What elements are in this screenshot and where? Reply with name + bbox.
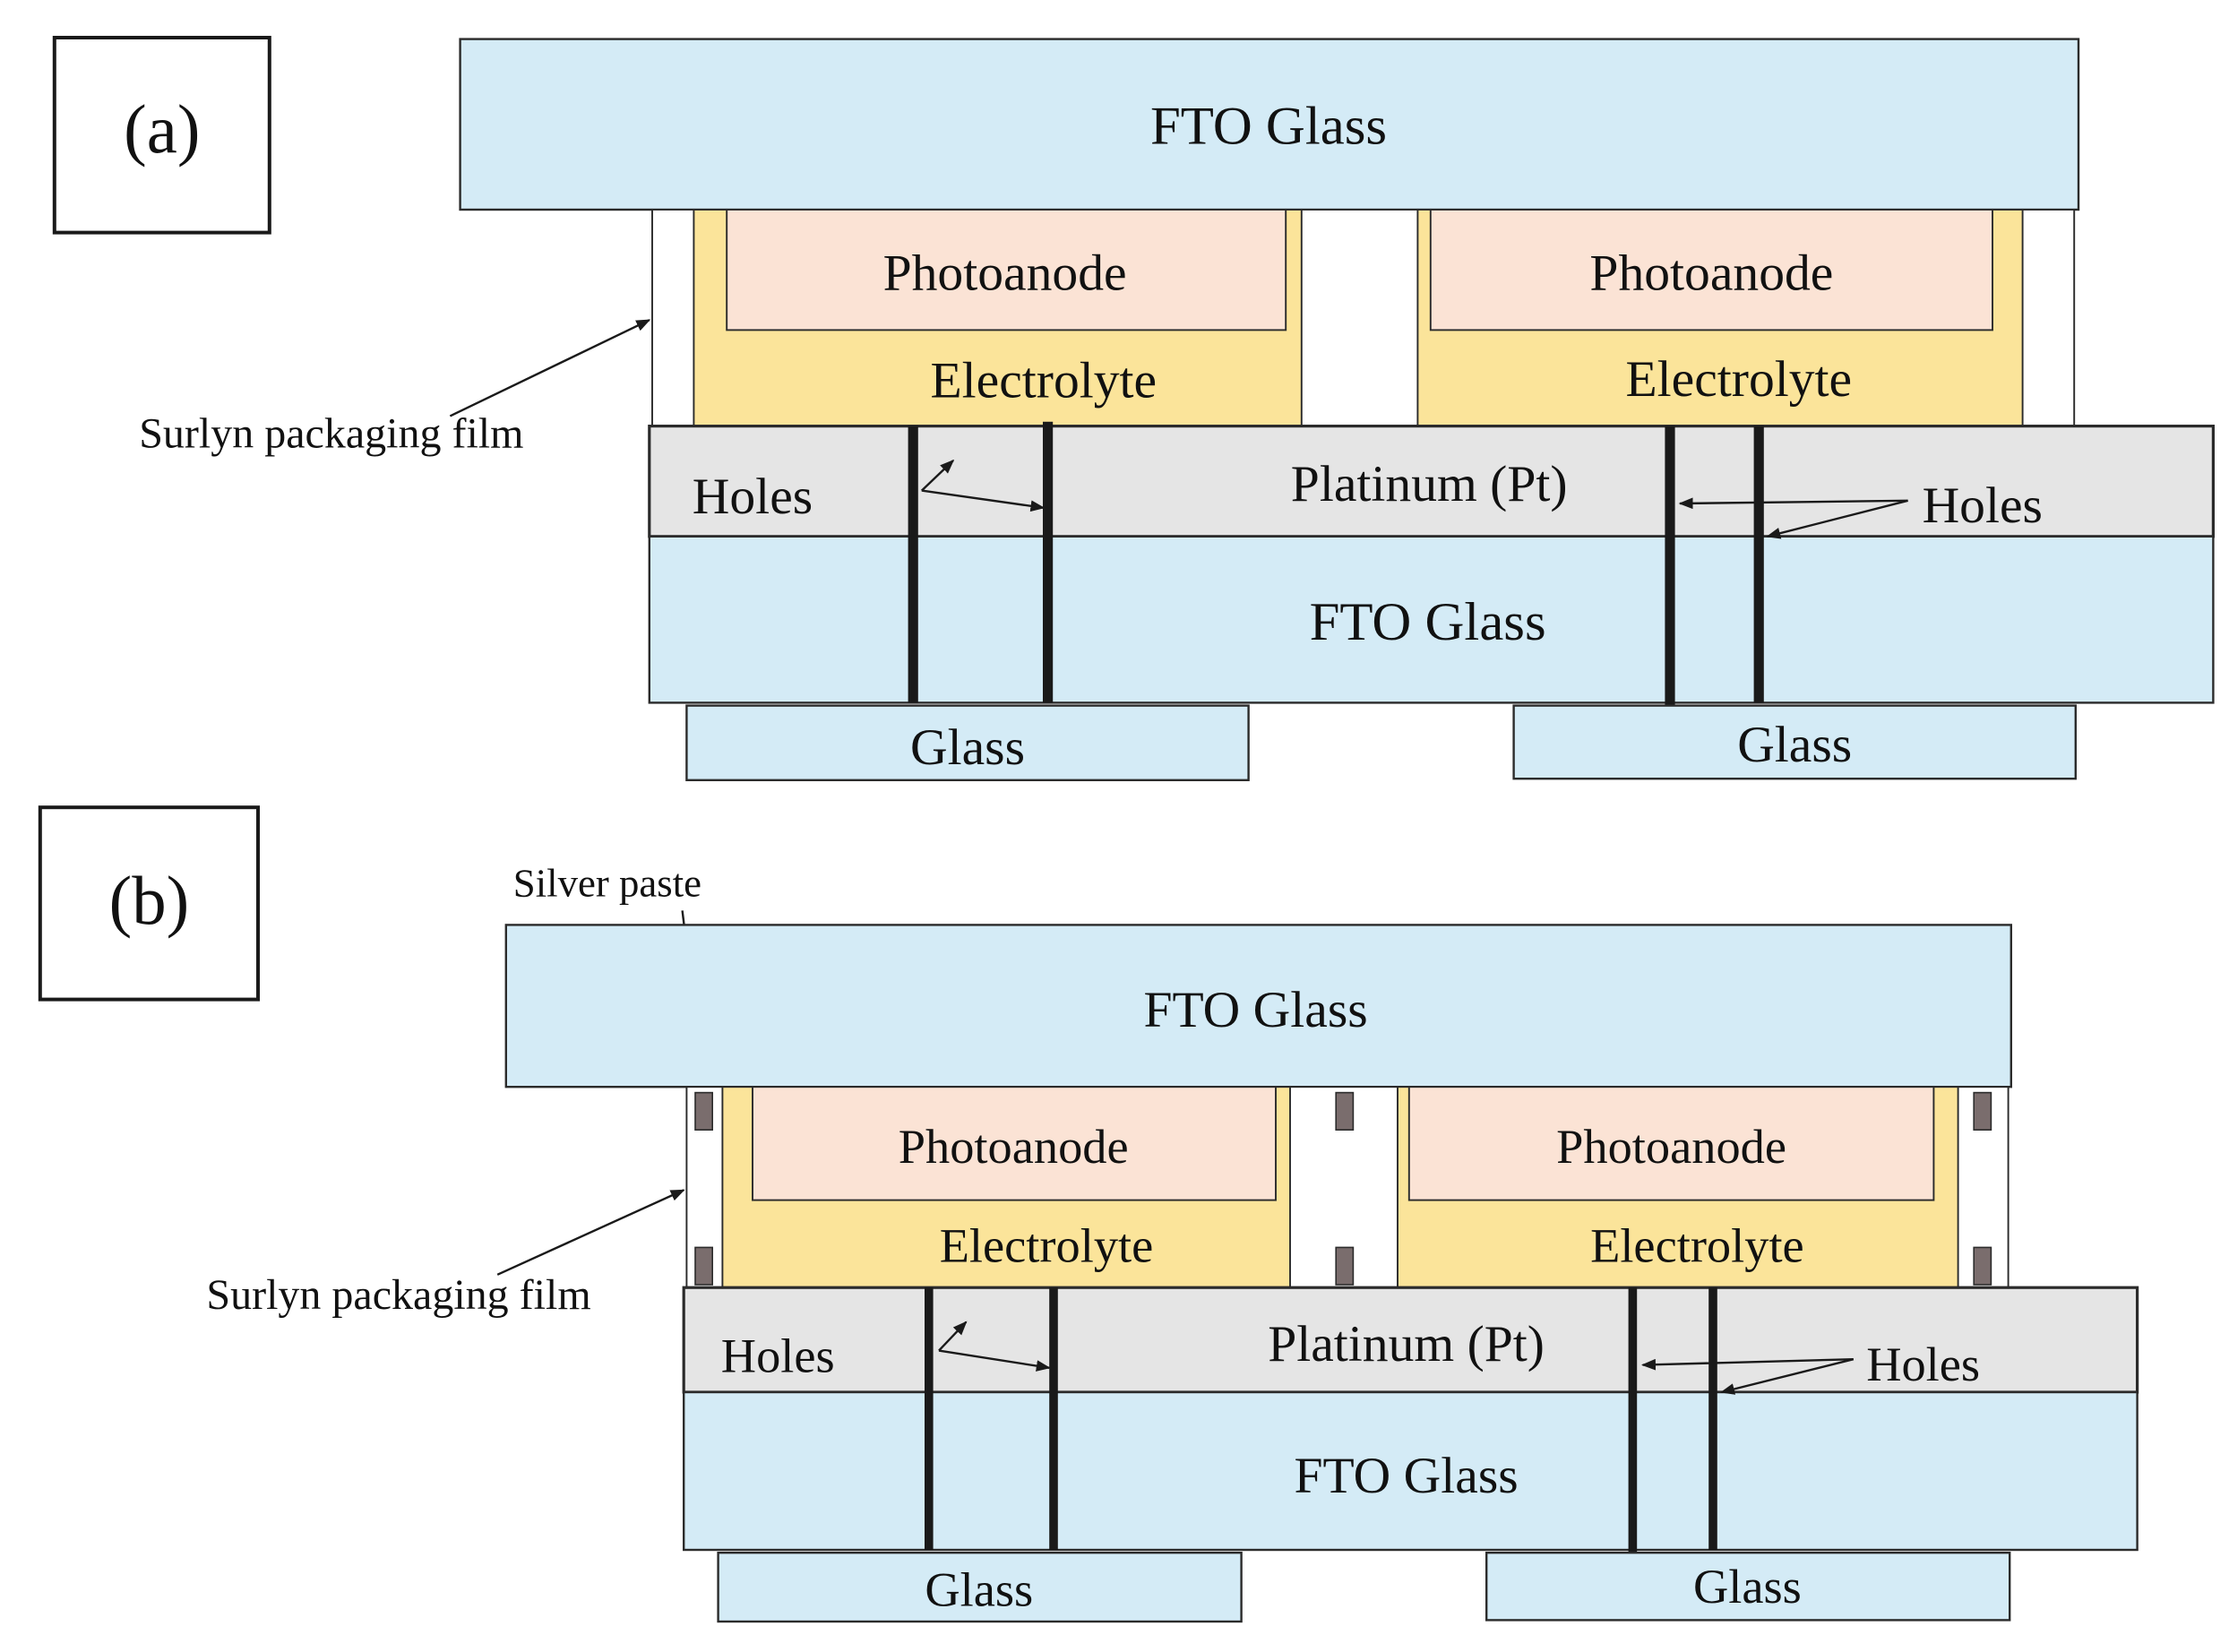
panel-a-holes-left-arrow-right <box>921 489 1046 512</box>
panel-b-electrolyte-right-label: Electrolyte <box>1590 1218 1804 1272</box>
panel-a-surlyn-arrow <box>449 319 651 417</box>
panel-a-fto-glass-bottom-label: FTO Glass <box>1310 592 1546 652</box>
panel-b: (b) Silver paste FTO Glass Photoanode El… <box>38 805 2139 1623</box>
panel-a-holes-left-arrow-up <box>920 459 955 492</box>
panel-a-fto-glass-top-label: FTO Glass <box>1150 96 1387 156</box>
panel-b-fto-glass-bottom-label: FTO Glass <box>1295 1448 1519 1504</box>
panel-b-fto-glass-top-label: FTO Glass <box>1144 982 1368 1038</box>
panel-b-label-box <box>38 805 260 1002</box>
panel-b-label: (b) <box>109 863 190 939</box>
panel-b-photoanode-right-label: Photoanode <box>1556 1120 1786 1174</box>
panel-b-holes-left-arrow-right <box>938 1349 1051 1372</box>
panel-a-surlyn-label: Surlyn packaging film <box>139 410 523 458</box>
panel-b-holes-right-arrow-1 <box>1641 1358 1854 1371</box>
panel-b-holes-left-label: Holes <box>721 1329 835 1383</box>
panel-b-photoanode-left <box>752 1086 1277 1201</box>
panel-a-glass-right-label: Glass <box>1737 717 1852 773</box>
panel-a-photoanode-right <box>1429 209 1993 331</box>
panel-a-holes-right-arrow-2 <box>1766 499 1908 539</box>
panel-b-glass-left-label: Glass <box>925 1562 1033 1616</box>
panel-b-glass-right <box>1485 1552 2011 1622</box>
panel-b-glass-right-label: Glass <box>1693 1560 1802 1613</box>
panel-a-glass-left-label: Glass <box>910 719 1025 776</box>
panel-b-holes-right-label: Holes <box>1866 1338 1980 1391</box>
panel-b-surlyn-label: Surlyn packaging film <box>206 1271 590 1319</box>
panel-b-holes-left-arrow-up <box>938 1321 968 1352</box>
panel-a-electrolyte-left-label: Electrolyte <box>930 353 1157 409</box>
panel-a-holes-right-label: Holes <box>1923 478 2043 534</box>
panel-b-electrolyte-left-label: Electrolyte <box>940 1218 1154 1272</box>
panel-b-silver-paste-label: Silver paste <box>513 860 701 905</box>
panel-b-photoanode-left-label: Photoanode <box>899 1120 1129 1174</box>
panel-a: (a) FTO Glass Photoanode Electrolyte Pho… <box>52 36 2215 781</box>
panel-a-photoanode-right-label: Photoanode <box>1589 245 1833 302</box>
panel-a-holes-left-label: Holes <box>693 469 813 525</box>
panel-a-fto-glass-top <box>459 38 2080 211</box>
panel-a-label: (a) <box>124 91 200 168</box>
panel-b-silver-paste-block <box>1973 1091 1992 1131</box>
panel-a-label-box <box>52 36 271 235</box>
panel-a-glass-left <box>685 704 1250 781</box>
panel-b-holes-right-arrow-2 <box>1720 1358 1855 1395</box>
panel-b-photoanode-right <box>1407 1086 1935 1201</box>
panel-b-platinum-label: Platinum (Pt) <box>1268 1316 1545 1372</box>
panel-a-electrolyte-right-label: Electrolyte <box>1625 351 1852 408</box>
panel-a-platinum-label: Platinum (Pt) <box>1291 456 1568 512</box>
panel-a-photoanode-left-label: Photoanode <box>883 245 1127 302</box>
panel-b-silver-paste-block <box>694 1246 713 1286</box>
panel-b-silver-paste-block <box>694 1091 713 1131</box>
panel-b-silver-paste-block <box>1335 1246 1355 1286</box>
panel-b-surlyn-arrow <box>496 1189 685 1276</box>
panel-b-glass-left <box>717 1552 1243 1623</box>
panel-a-photoanode-left <box>726 209 1287 331</box>
panel-b-silver-paste-block <box>1335 1091 1355 1131</box>
panel-b-fto-glass-top <box>504 924 2012 1088</box>
panel-a-glass-right <box>1512 704 2077 780</box>
panel-a-holes-right-arrow-1 <box>1678 497 1908 510</box>
panel-b-silver-paste-block <box>1973 1246 1992 1286</box>
